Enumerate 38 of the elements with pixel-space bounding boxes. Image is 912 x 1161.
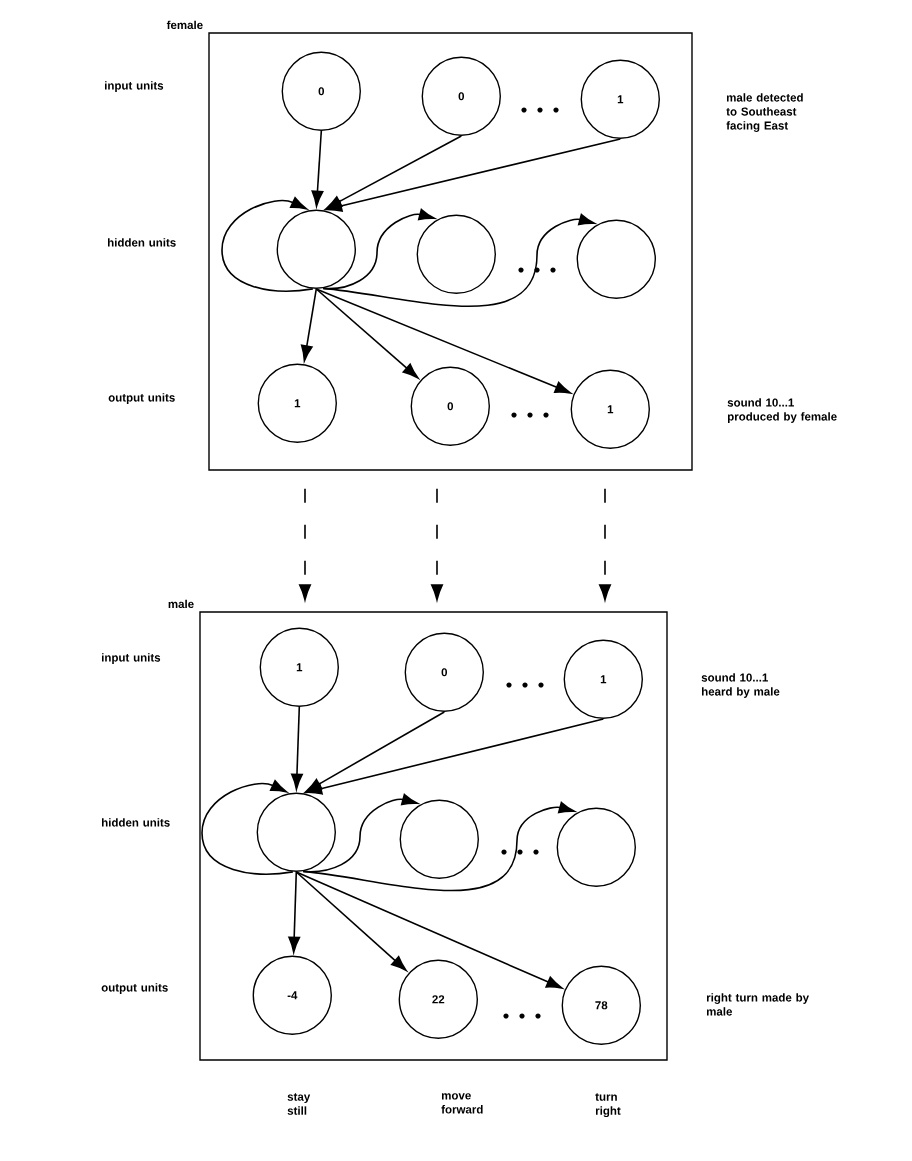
arrow [300,288,318,362]
text-label: hidden units [108,238,176,247]
text-label: sound 10...1 produced by female [727,398,837,423]
network-heading: female [166,20,203,30]
arrow [295,871,563,989]
text-label: input units [105,81,164,92]
arrow [315,288,419,379]
text-label: turn right [595,1093,621,1118]
loop-arrow [201,780,294,875]
curved-arrow [302,801,575,892]
arrow [288,871,301,953]
hidden-unit-circle [556,807,636,887]
arrow [305,718,605,795]
text-label: right turn made by male [706,993,809,1016]
text-label: move forward [441,1093,483,1114]
hidden-unit-circle [256,792,336,872]
text-label: hidden units [102,818,170,827]
hidden-unit-circle [416,214,496,294]
text-label: output units [101,983,168,994]
dashed-arrow [599,487,611,601]
curved-arrow [322,213,595,308]
hidden-unit-circle [399,799,479,879]
hidden-unit-circle [576,219,656,299]
loop-arrow [221,197,314,292]
text-label: stay still [287,1093,311,1115]
text-label: input units [102,653,161,664]
text-label: output units [108,393,175,404]
hidden-unit-circle [276,209,356,289]
arrow [325,138,622,212]
text-label: male detected to Southeast facing East [726,93,803,132]
dashed-arrow [299,487,311,601]
network-heading: male [168,599,194,609]
arrow [295,871,407,972]
arrow [290,706,303,790]
arrow [311,130,324,207]
dashed-arrow [431,487,443,601]
arrow [315,288,572,394]
text-label: sound 10...1 heard by male [701,673,780,698]
